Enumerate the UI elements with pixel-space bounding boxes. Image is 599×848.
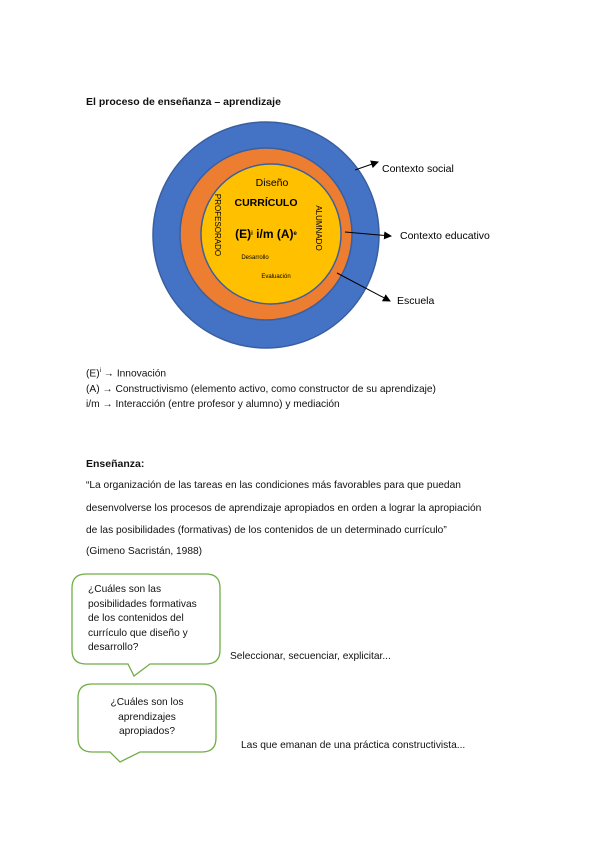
formula-label: (E)i i/m (A)e xyxy=(235,227,297,241)
bubble-2-line: ¿Cuáles son los xyxy=(110,697,184,708)
legend-key: (A) xyxy=(86,384,100,395)
arrow-escuela xyxy=(336,272,391,302)
bubble-2-answer: Las que emanan de una práctica construct… xyxy=(241,740,466,751)
legend-text: Constructivismo (elemento activo, como c… xyxy=(115,384,436,395)
formula-e: (E) xyxy=(235,227,251,241)
bubble-2-line: aprendizajes xyxy=(118,711,176,723)
alumnado-label: ALUMNADO xyxy=(314,205,323,250)
legend-item-innovacion: (E)i → Innovación xyxy=(86,368,166,379)
bubble-1-line: desarrollo? xyxy=(88,642,139,653)
legend-key: i/m xyxy=(86,399,100,410)
formula-a-sup: e xyxy=(294,231,298,237)
contexto-educativo-label: Contexto educativo xyxy=(400,230,490,242)
curriculo-label: CURRÍCULO xyxy=(235,196,298,209)
arrow-contexto-social xyxy=(354,160,379,171)
legend-item-interaccion: i/m → Interacción (entre profesor y alum… xyxy=(86,399,340,410)
diseno-label: Diseño xyxy=(256,177,289,189)
bubble-1-answer: Seleccionar, secuenciar, explicitar... xyxy=(230,651,391,662)
bubble-2-question: ¿Cuáles son los aprendizajes apropiados? xyxy=(78,696,216,740)
evaluacion-label: Evaluación xyxy=(261,274,290,280)
formula-e-sup: i xyxy=(251,231,253,237)
arrow-contexto-educativo xyxy=(344,231,392,240)
page-title: El proceso de enseñanza – aprendizaje xyxy=(86,96,281,108)
quote-line-2: desenvolverse los procesos de aprendizaj… xyxy=(86,503,482,514)
ensenanza-heading: Enseñanza: xyxy=(86,458,145,470)
bubble-1-line: de los contenidos del xyxy=(88,613,184,624)
bubble-1-line: posibilidades formativas xyxy=(88,598,197,610)
contexto-social-label: Contexto social xyxy=(382,163,454,175)
bubble-1-question: ¿Cuáles son las posibilidades formativas… xyxy=(88,583,197,656)
arrow-icon: → xyxy=(102,399,113,410)
escuela-label: Escuela xyxy=(397,295,435,307)
desarrollo-label: Desarrollo xyxy=(241,255,269,261)
bubble-2-line: apropiados? xyxy=(118,726,176,737)
legend-key-sup: i xyxy=(99,368,101,374)
arrow-icon: → xyxy=(102,384,113,395)
citation: (Gimeno Sacristán, 1988) xyxy=(86,546,203,557)
legend-key: (E) xyxy=(86,368,100,380)
speech-bubble-2 xyxy=(77,683,217,763)
legend-item-constructivismo: (A) → Constructivismo (elemento activo, … xyxy=(86,384,436,395)
legend-text: Interacción (entre profesor y alumno) y … xyxy=(115,399,340,410)
bubble-1-line: currículo que diseño y xyxy=(88,627,188,639)
formula-im: i/m (A) xyxy=(253,227,294,241)
bubble-1-line: ¿Cuáles son las xyxy=(88,584,162,595)
quote-line-1: “La organización de las tareas en las co… xyxy=(86,480,461,491)
legend-text: Innovación xyxy=(116,368,167,380)
quote-line-3: de las posibilidades (formativas) de los… xyxy=(86,525,447,536)
arrow-icon: → xyxy=(103,368,114,380)
curriculum-circle xyxy=(200,163,342,305)
profesorado-label: PROFESORADO xyxy=(213,194,222,256)
speech-bubble-1 xyxy=(71,573,221,677)
